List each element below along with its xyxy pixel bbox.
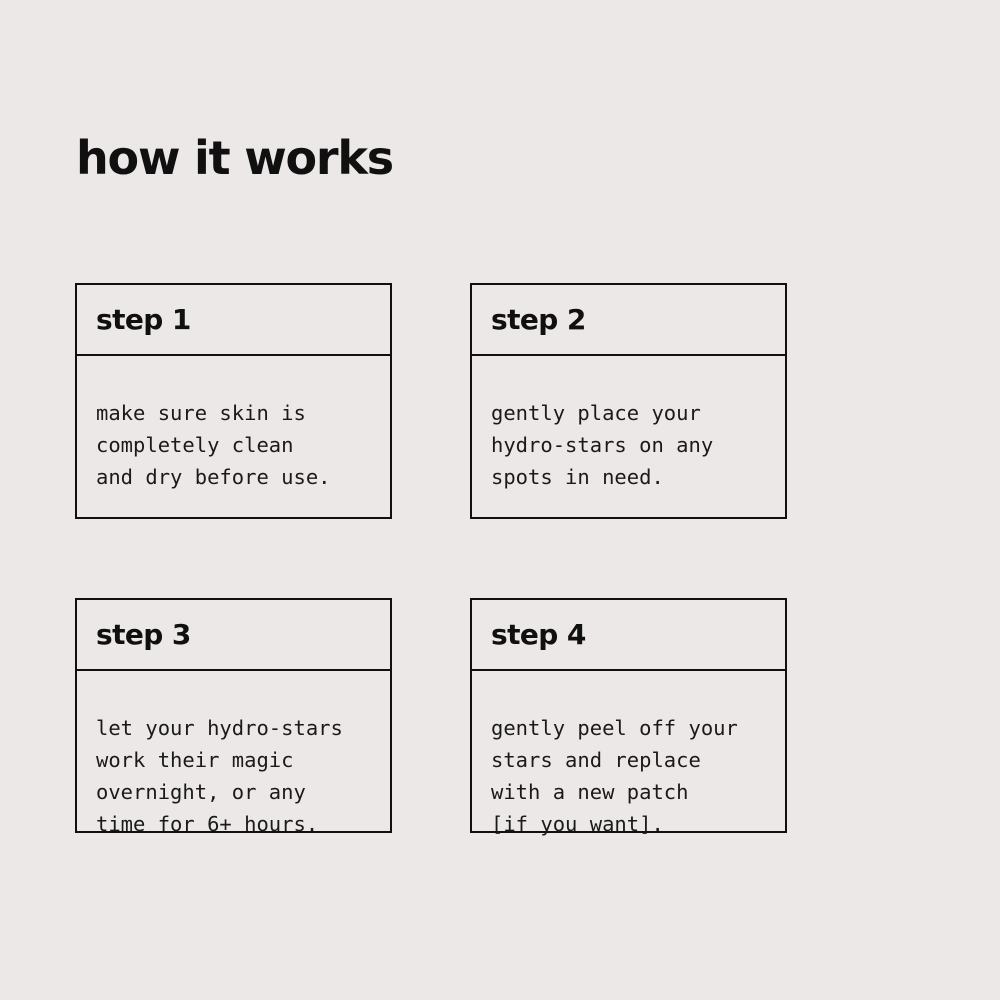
step-card-3: step 3 let your hydro-stars work their m… [75, 598, 392, 836]
step-card-4-body: gently peel off your stars and replace w… [472, 671, 785, 840]
step-card-4-label: step 4 [491, 617, 586, 651]
step-card-1-label: step 1 [96, 302, 191, 336]
step-card-1-header: step 1 [77, 285, 390, 356]
step-card-2-label: step 2 [491, 302, 586, 336]
step-card-2-body: gently place your hydro-stars on any spo… [472, 356, 785, 493]
step-card-4-header: step 4 [472, 600, 785, 671]
step-card-3-header: step 3 [77, 600, 390, 671]
page-title: how it works [76, 130, 394, 185]
step-card-3-body: let your hydro-stars work their magic ov… [77, 671, 390, 840]
step-card-1: step 1 make sure skin is completely clea… [75, 283, 392, 519]
step-card-4-text: gently peel off your stars and replace w… [491, 715, 738, 836]
step-card-1-text: make sure skin is completely clean and d… [96, 400, 331, 489]
step-card-2-text: gently place your hydro-stars on any spo… [491, 400, 714, 489]
step-card-2: step 2 gently place your hydro-stars on … [470, 283, 787, 519]
step-card-3-text: let your hydro-stars work their magic ov… [96, 715, 343, 836]
step-card-3-label: step 3 [96, 617, 191, 651]
step-card-2-header: step 2 [472, 285, 785, 356]
step-card-1-body: make sure skin is completely clean and d… [77, 356, 390, 493]
step-card-4: step 4 gently peel off your stars and re… [470, 598, 787, 836]
